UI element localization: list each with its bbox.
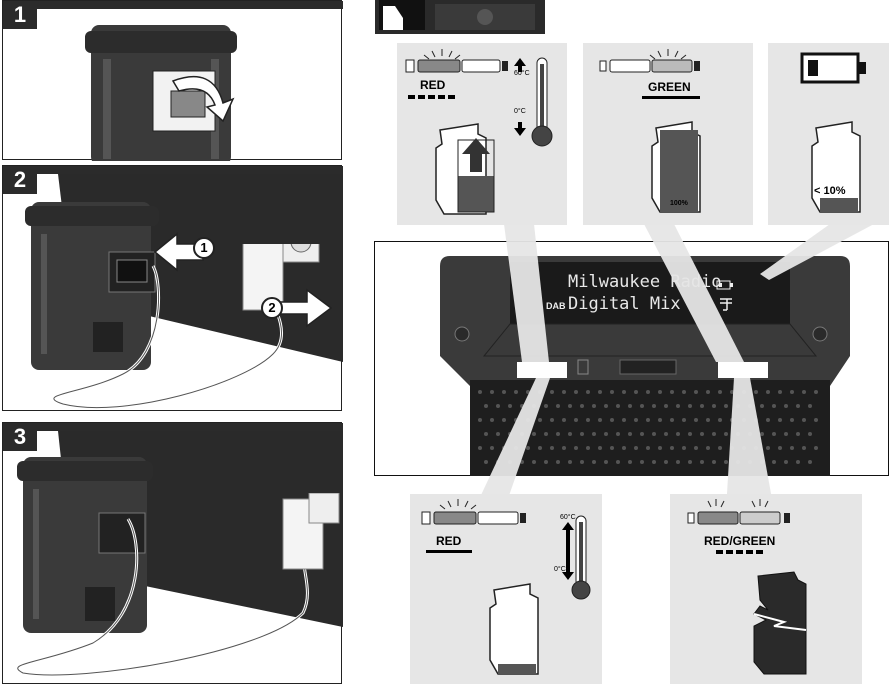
radio-step1-illustration — [85, 25, 237, 161]
battery-full-icon — [651, 121, 701, 213]
step-3-bar — [37, 423, 343, 431]
step-2-panel: 2 1 2 — [2, 165, 343, 411]
display-line-2: Digital Mix — [568, 294, 681, 314]
battery-low-icon — [811, 121, 861, 213]
step-1-number: 1 — [3, 1, 37, 29]
solid-indicator-line — [642, 96, 700, 99]
led-window-right — [718, 362, 768, 378]
step-2-number: 2 — [3, 166, 37, 194]
display-signal-icon — [720, 298, 732, 311]
red-label-bottom: RED — [436, 534, 462, 548]
dashed-red-green-indicator — [716, 550, 764, 554]
charger-cable-step2 — [52, 244, 320, 410]
callout-2-badge: 2 — [261, 297, 283, 319]
led-green-indicator-icon — [599, 49, 700, 73]
radio-step2-illustration — [25, 202, 159, 370]
red-green-label-bottom: RED/GREEN — [704, 534, 776, 548]
solid-red-indicator-line — [426, 550, 472, 553]
red-label-top: RED — [420, 78, 446, 92]
thermometer-high-icon — [514, 57, 553, 147]
temp-high-label-top: 60°C — [514, 70, 530, 77]
low-battery-icon — [800, 52, 866, 84]
step-3-panel: 3 — [2, 422, 343, 684]
temp-high-label-bottom: 60°C — [560, 514, 576, 521]
led-red-bottom-icon — [421, 499, 526, 525]
charger-header-icon — [375, 0, 545, 34]
temp-low-label-bottom: 0°C — [554, 566, 566, 573]
dashed-blink-indicator — [408, 95, 456, 99]
step-3-number: 3 — [3, 423, 37, 451]
battery-low-percent: < 10% — [814, 185, 846, 197]
step-1-bar — [37, 1, 343, 9]
temp-low-label-top: 0°C — [514, 108, 526, 115]
battery-overheat-icon — [489, 583, 539, 675]
display-battery-icon — [716, 280, 733, 290]
step-1-panel: 1 — [2, 0, 343, 161]
battery-broken-icon — [753, 571, 807, 675]
radio-step3-illustration — [17, 457, 153, 633]
callout-1-badge: 1 — [193, 237, 215, 259]
battery-full-percent: 100% — [670, 200, 688, 207]
led-window-left — [517, 362, 567, 378]
green-label-top: GREEN — [648, 80, 691, 94]
led-red-green-icon — [687, 499, 790, 525]
arrow-plug-icon — [276, 288, 333, 328]
charger-cable-step3 — [16, 493, 340, 677]
connector-wedges — [474, 224, 874, 510]
battery-charging-icon — [435, 123, 495, 215]
step-2-bar — [37, 166, 343, 174]
thermometer-bottom-icon — [562, 515, 591, 600]
dab-badge: DAB — [546, 301, 566, 311]
led-red-indicator-icon — [405, 49, 508, 73]
